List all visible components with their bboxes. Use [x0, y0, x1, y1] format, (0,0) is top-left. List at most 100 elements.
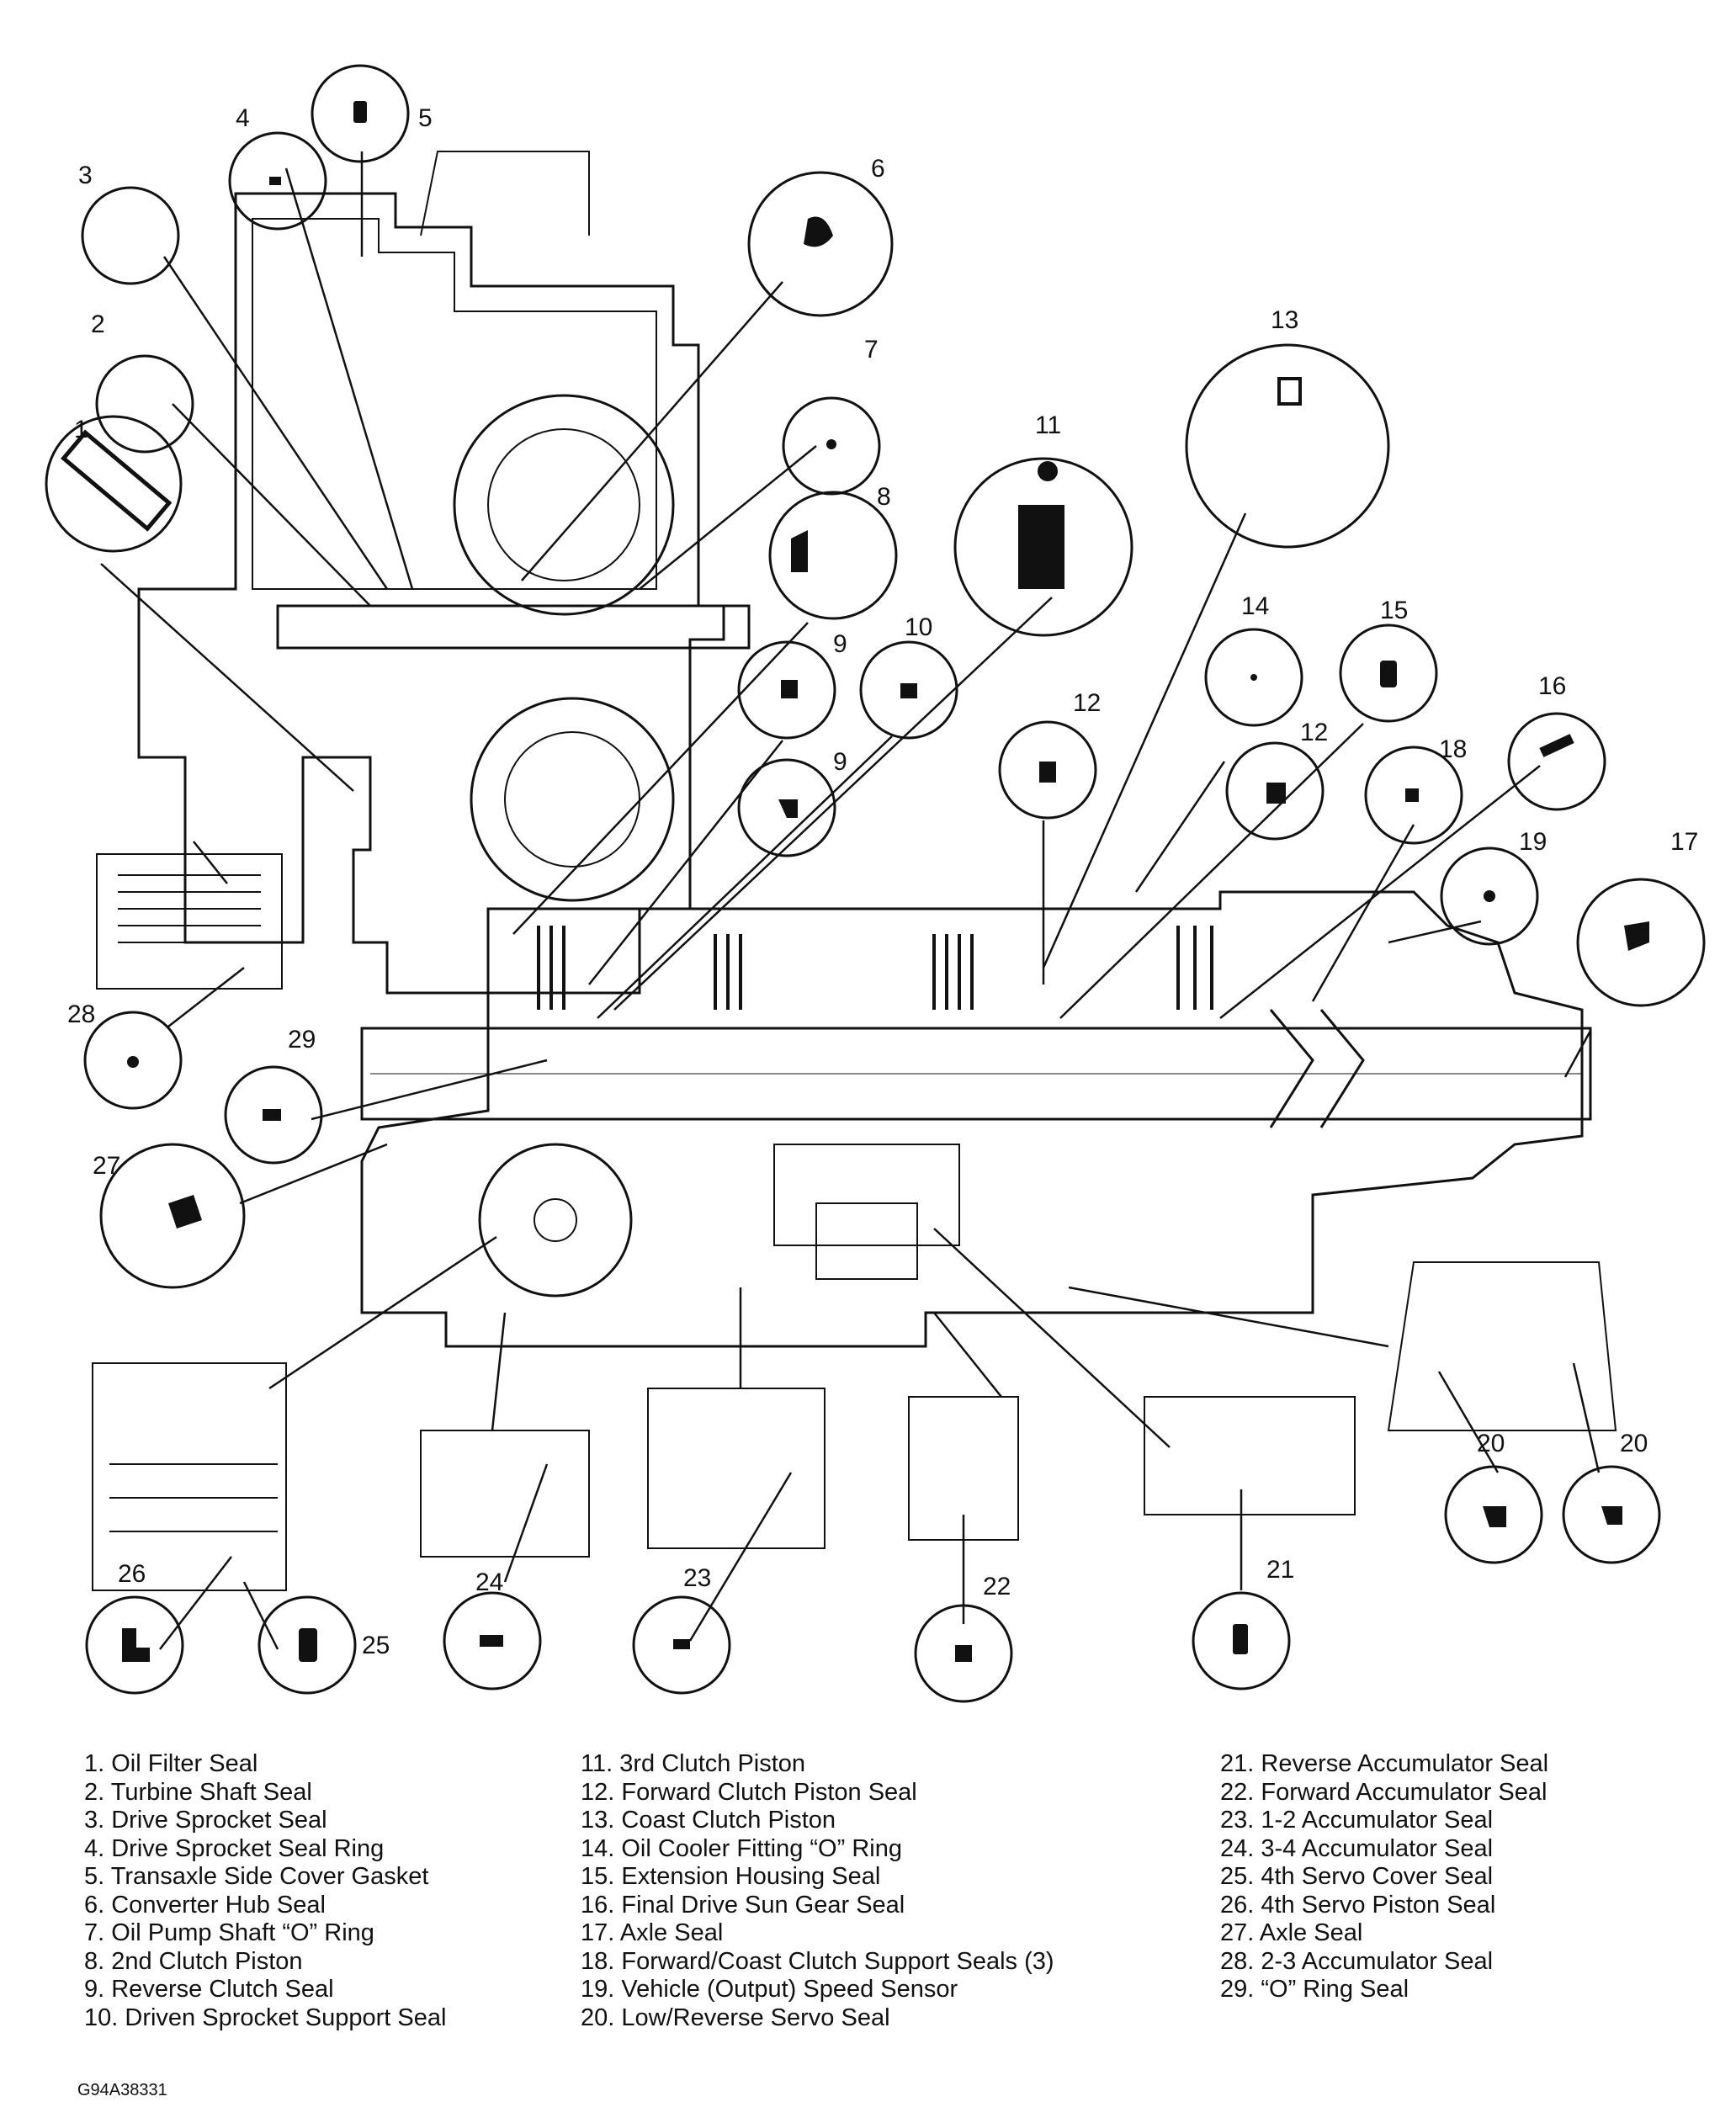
callout-circle-24	[443, 1591, 542, 1690]
callout-label-25: 25	[362, 1632, 390, 1659]
callout-circle-4	[228, 131, 327, 231]
callout-label-20a: 20	[1477, 1430, 1505, 1457]
legend-item: 25. 4th Servo Cover Seal	[1220, 1863, 1494, 1890]
callout-label-12a: 12	[1073, 689, 1101, 717]
legend-item: 7. Oil Pump Shaft “O” Ring	[84, 1919, 374, 1946]
callout-circle-18	[1364, 746, 1463, 845]
accumulator-details	[92, 853, 1617, 1591]
callout-label-18: 18	[1439, 735, 1467, 763]
legend-item: 18. Forward/Coast Clutch Support Seals (…	[581, 1947, 1054, 1975]
legend-item: 3. Drive Sprocket Seal	[84, 1807, 327, 1834]
legend-item: 14. Oil Cooler Fitting “O” Ring	[581, 1834, 902, 1862]
legend-item: 20. Low/Reverse Servo Seal	[581, 2004, 890, 2031]
legend-item: 16. Final Drive Sun Gear Seal	[581, 1891, 905, 1919]
callout-label-17: 17	[1670, 828, 1698, 856]
callout-label-3: 3	[78, 162, 93, 189]
legend-item: 10. Driven Sprocket Support Seal	[84, 2004, 447, 2031]
callout-label-9a: 9	[833, 630, 847, 658]
legend-item: 13. Coast Clutch Piston	[581, 1807, 836, 1834]
legend-item: 15. Extension Housing Seal	[581, 1863, 881, 1890]
legend-item: 24. 3-4 Accumulator Seal	[1220, 1834, 1494, 1862]
callout-circle-9a	[737, 640, 836, 740]
callout-label-22: 22	[983, 1573, 1011, 1600]
callout-label-21: 21	[1266, 1556, 1294, 1584]
callout-label-7: 7	[864, 336, 879, 364]
legend-item: 22. Forward Accumulator Seal	[1220, 1778, 1548, 1806]
callout-label-23: 23	[683, 1564, 711, 1592]
callout-circle-11	[953, 457, 1133, 637]
callout-label-24: 24	[475, 1568, 503, 1596]
callout-circle-17	[1576, 878, 1706, 1007]
callout-label-2: 2	[91, 310, 105, 338]
legend-item: 23. 1-2 Accumulator Seal	[1220, 1807, 1494, 1834]
callout-label-5: 5	[418, 104, 433, 132]
callout-label-11: 11	[1035, 411, 1061, 439]
legend-item: 1. Oil Filter Seal	[84, 1750, 258, 1777]
callout-label-12b: 12	[1300, 719, 1328, 746]
callout-circle-21	[1192, 1591, 1291, 1690]
callout-circle-8	[768, 491, 898, 620]
callout-label-20b: 20	[1620, 1430, 1648, 1457]
callout-circle-12a	[998, 720, 1097, 820]
legend-item: 12. Forward Clutch Piston Seal	[581, 1778, 917, 1806]
callout-label-28: 28	[67, 1000, 95, 1028]
legend-item: 21. Reverse Accumulator Seal	[1220, 1750, 1549, 1777]
callout-label-10: 10	[905, 613, 932, 641]
callout-circle-29	[224, 1065, 323, 1165]
figure-code: G94A38331	[77, 2081, 167, 2099]
legend-item: 5. Transaxle Side Cover Gasket	[84, 1863, 429, 1890]
callout-label-4: 4	[236, 104, 250, 132]
legend-item: 11. 3rd Clutch Piston	[581, 1750, 806, 1777]
legend-item: 2. Turbine Shaft Seal	[84, 1778, 312, 1806]
callout-label-26: 26	[118, 1560, 146, 1588]
callout-circle-25	[257, 1595, 357, 1695]
transaxle-seal-diagram: 1 2 3 4 5 6 7 8 9 9 10 11 12 12 13 14 15…	[45, 64, 1706, 1703]
callout-label-13: 13	[1271, 306, 1298, 334]
callout-circle-13	[1185, 343, 1390, 549]
callout-circle-15	[1339, 624, 1438, 723]
callout-circle-2	[95, 354, 194, 454]
callout-circles	[45, 64, 1706, 1703]
legend-item: 4. Drive Sprocket Seal Ring	[84, 1834, 385, 1862]
legend-item: 26. 4th Servo Piston Seal	[1220, 1891, 1496, 1919]
callout-circle-22	[914, 1604, 1013, 1703]
legend-item: 8. 2nd Clutch Piston	[84, 1947, 303, 1975]
callout-label-27: 27	[93, 1152, 120, 1180]
transaxle-housing	[137, 151, 1592, 1348]
callout-circle-28	[83, 1011, 183, 1110]
callout-circle-9b	[737, 758, 836, 857]
callout-label-19: 19	[1519, 828, 1547, 856]
callout-circle-20b	[1562, 1465, 1661, 1564]
callout-circle-6	[747, 171, 894, 317]
callout-label-16: 16	[1538, 672, 1566, 700]
callout-circle-27	[99, 1143, 246, 1289]
callout-circle-12b	[1225, 741, 1325, 841]
legend-column-2: 11. 3rd Clutch Piston 12. Forward Clutch…	[581, 1750, 1054, 2032]
callout-label-9b: 9	[833, 748, 847, 776]
seal-glyphs	[61, 101, 1649, 1662]
callout-label-15: 15	[1380, 597, 1408, 624]
callout-label-29: 29	[288, 1026, 316, 1054]
legend-item: 28. 2-3 Accumulator Seal	[1220, 1947, 1494, 1975]
legend-item: 9. Reverse Clutch Seal	[84, 1976, 334, 2003]
callout-labels: 1 2 3 4 5 6 7 8 9 9 10 11 12 12 13 14 15…	[67, 104, 1698, 1659]
legend-item: 29. “O” Ring Seal	[1220, 1976, 1410, 2003]
callout-circle-7	[782, 396, 881, 496]
callout-circle-19	[1440, 847, 1539, 946]
callout-circle-1	[45, 415, 183, 553]
callout-label-14: 14	[1241, 592, 1269, 620]
callout-circle-5	[311, 64, 410, 163]
legend-item: 27. Axle Seal	[1220, 1919, 1363, 1946]
callout-label-6: 6	[871, 155, 885, 183]
callout-circle-23	[632, 1595, 731, 1695]
legend-column-3: 21. Reverse Accumulator Seal 22. Forward…	[1220, 1750, 1548, 2004]
callout-circle-3	[81, 186, 180, 285]
callout-circle-16	[1507, 712, 1606, 811]
legend-item: 17. Axle Seal	[581, 1919, 724, 1946]
callout-circle-26	[85, 1595, 184, 1695]
legend-item: 19. Vehicle (Output) Speed Sensor	[581, 1976, 958, 2003]
callout-circle-20a	[1444, 1465, 1543, 1564]
callout-label-8: 8	[877, 483, 891, 511]
callout-circle-14	[1204, 628, 1303, 727]
callout-label-1: 1	[74, 416, 88, 443]
